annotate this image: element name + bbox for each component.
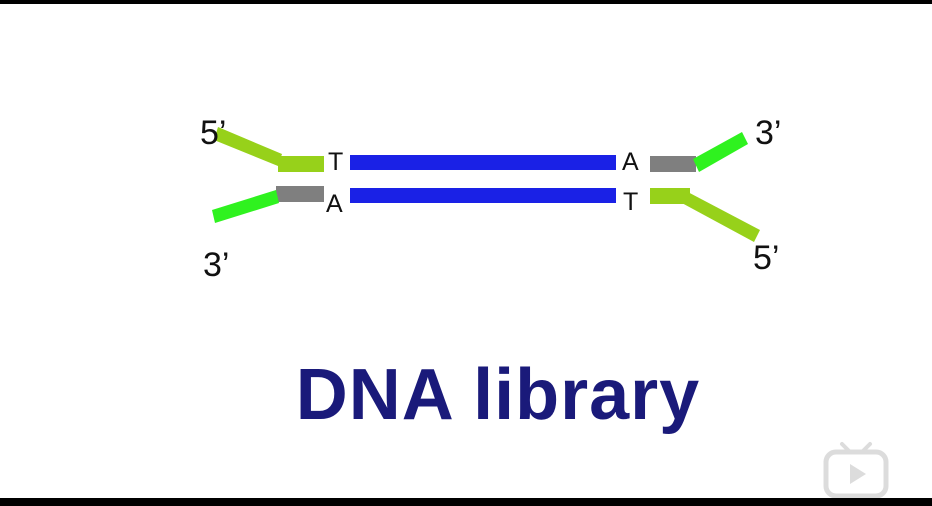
- left-adapter-bottom-arm: [212, 190, 279, 223]
- right-bottom-base-label: T: [623, 188, 638, 216]
- slide-title: DNA library: [295, 355, 701, 435]
- left-bottom-base-label: A: [326, 190, 343, 218]
- right-adapter-top-arm: [693, 132, 748, 172]
- left-adapter-top-stub: [278, 156, 324, 172]
- right-top-end-label: 3’: [755, 114, 781, 152]
- left-top-end-label: 5’: [200, 114, 226, 152]
- dna-library-diagram: 5’ 3’ 3’ 5’ T A A T: [200, 114, 781, 284]
- right-top-base-label: A: [622, 148, 639, 176]
- right-adapter-bottom-arm: [680, 190, 760, 242]
- left-adapter-bottom-stub: [276, 186, 324, 202]
- right-adapter-top-stub: [650, 156, 696, 172]
- video-bottom-bar: [0, 498, 932, 506]
- left-adapter-top-arm: [214, 127, 282, 166]
- insert-top-strand: [350, 155, 616, 170]
- left-bottom-end-label: 3’: [203, 246, 229, 284]
- bilibili-tv-icon[interactable]: [822, 440, 890, 500]
- right-bottom-end-label: 5’: [753, 239, 779, 277]
- right-adapter-bottom-stub: [650, 188, 690, 204]
- slide: 5’ 3’ 3’ 5’ T A A T DNA library: [0, 4, 932, 498]
- left-top-base-label: T: [328, 148, 343, 176]
- insert-bottom-strand: [350, 188, 616, 203]
